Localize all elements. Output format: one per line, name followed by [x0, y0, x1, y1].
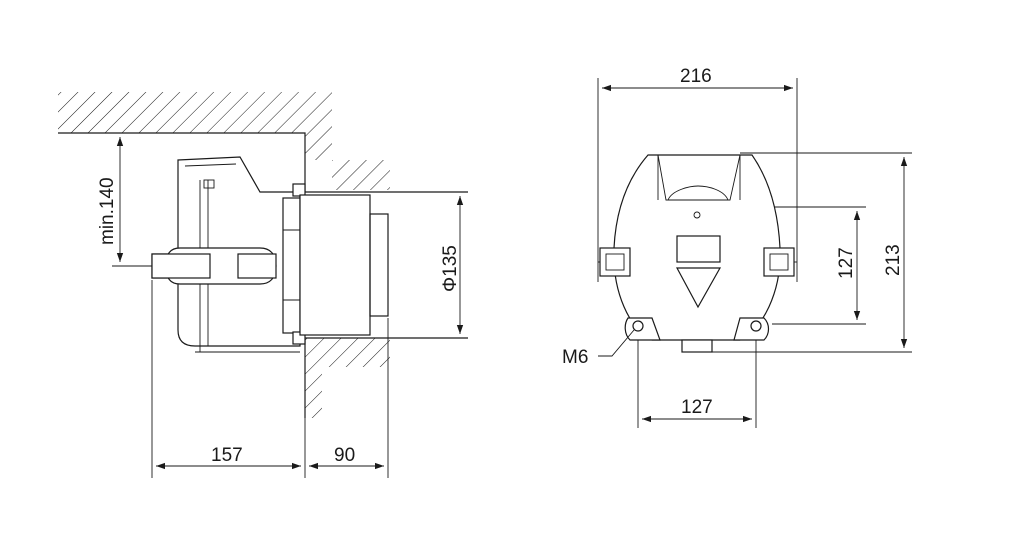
canister — [283, 194, 389, 336]
wall-hatching — [58, 92, 468, 418]
mount-hole-left — [632, 320, 644, 332]
dim-label-depth-flange: 90 — [334, 445, 355, 466]
dim-mount-spacing-vertical: 127 — [836, 211, 861, 320]
dim-depth: 157 90 — [151, 280, 389, 478]
dim-mount-spacing-horizontal: 127 — [642, 397, 752, 423]
hole-callout-label: M6 — [562, 347, 588, 368]
dim-label-diameter: Φ135 — [440, 245, 461, 292]
dim-height-total: 213 — [883, 157, 908, 348]
dim-wall-clearance: min.140 — [97, 137, 152, 267]
dim-label-mount-spacing-vertical: 127 — [836, 247, 857, 279]
dim-label-depth-body: 157 — [211, 445, 243, 466]
mount-hole-right — [750, 320, 762, 332]
lamp-housing-side — [151, 156, 306, 353]
hole-callout: M6 — [562, 329, 635, 368]
dim-width-total: 216 — [602, 66, 793, 92]
dim-diameter: Φ135 — [440, 196, 464, 334]
dim-label-width-total: 216 — [680, 66, 712, 87]
front-view: 216 213 127 127 M6 — [562, 66, 912, 428]
dim-label-wall-clearance: min.140 — [97, 177, 118, 245]
dim-label-height-total: 213 — [883, 244, 904, 276]
dim-label-mount-spacing-horizontal: 127 — [681, 397, 713, 418]
side-view: min.140 Φ135 157 90 — [58, 92, 468, 478]
lamp-body-front — [598, 154, 797, 353]
